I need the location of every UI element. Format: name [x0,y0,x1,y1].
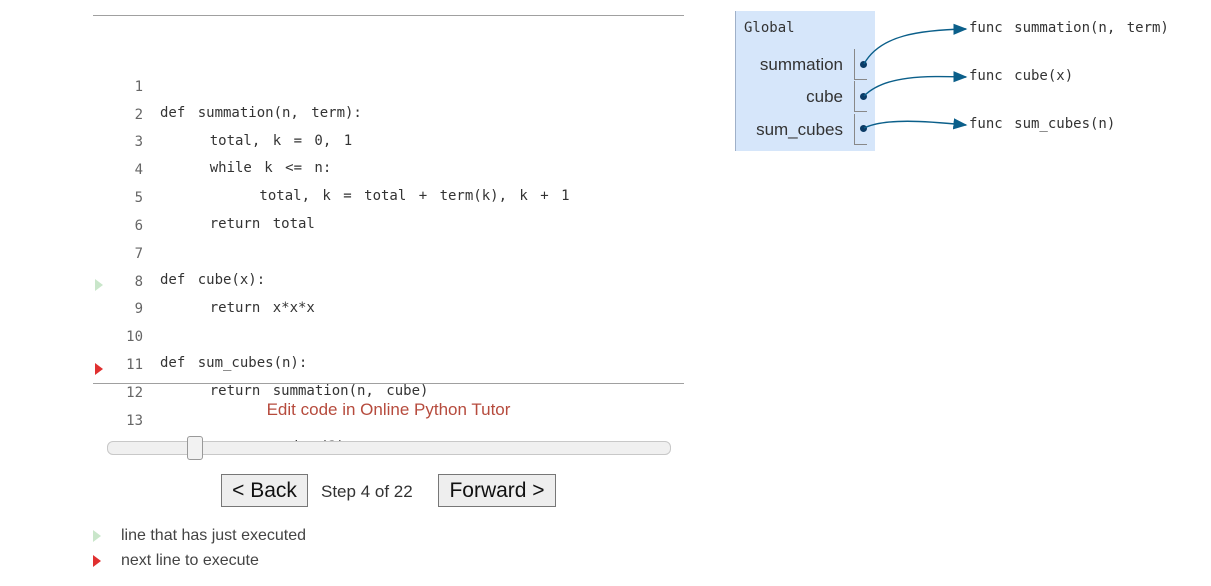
edit-code-link[interactable]: Edit code in Online Python Tutor [266,400,511,419]
var-slot-sum-cubes [854,114,867,145]
var-slot-summation [854,49,867,80]
code-listing: 1 def summation(n, term): 2 total, k = 0… [93,15,684,455]
code-text: return summation(n, cube) [160,383,429,399]
code-line-12: 12 [93,328,684,401]
code-line-3: 3 while k <= n: [93,77,684,176]
pointer-arrow-sum-cubes [863,118,968,130]
code-text: def cube(x): [160,272,266,288]
code-text: while k <= n: [160,160,332,176]
code-line-5: 5 return total [93,133,684,232]
line-number: 9 [134,301,143,317]
prev-line-arrow-icon [93,530,101,542]
code-text: def summation(n, term): [160,105,362,121]
pointer-dot [860,125,867,132]
var-name-cube: cube [806,87,843,106]
code-text: total, k = 0, 1 [160,133,353,149]
forward-button[interactable]: Forward > [438,474,556,507]
code-line-2: 2 total, k = 0, 1 [93,50,684,149]
step-slider[interactable] [107,436,671,460]
line-number: 7 [134,246,143,262]
slider-handle[interactable] [186,436,203,460]
line-number: 4 [134,162,143,178]
line-number: 2 [134,107,143,123]
code-line-1: 1 def summation(n, term): [93,22,684,121]
next-line-arrow-icon [93,555,101,567]
var-name-summation: summation [759,55,843,74]
step-counter: Step 4 of 22 [321,482,413,501]
code-text: def sum_cubes(n): [160,355,308,371]
func-object-cube: func cube(x) [969,68,1074,84]
pointer-dot [860,93,867,100]
code-line-7: 7 def cube(x): [93,189,684,288]
code-line-4: 4 total, k = total + term(k), k + 1 [93,105,684,204]
code-line-9: 9 [93,244,684,317]
line-number: 3 [134,134,143,150]
code-line-10: 10 def sum_cubes(n): [93,272,684,371]
line-number: 13 [126,413,143,429]
func-object-summation: func summation(n, term) [969,20,1169,36]
line-number: 6 [134,218,143,234]
global-frame: Global summation cube sum_cubes [735,11,875,151]
line-number: 11 [126,357,143,373]
code-line-11: 11 return summation(n, cube) [93,300,684,399]
prev-line-arrow-icon [95,279,103,291]
var-name-sum-cubes: sum_cubes [756,120,843,139]
code-line-13: 13 result = sum_cubes(3) [93,356,684,455]
code-text: return x*x*x [160,300,315,316]
pointer-arrow-cube [863,71,968,97]
code-text: total, k = total + term(k), k + 1 [160,188,570,204]
code-text: return total [160,216,315,232]
next-line-arrow-icon [95,363,103,375]
code-line-6: 6 [93,161,684,234]
code-line-8: 8 return x*x*x [93,217,684,316]
frame-title: Global [744,20,795,36]
line-number: 5 [134,190,143,206]
func-object-sum-cubes: func sum_cubes(n) [969,116,1116,132]
legend-next-label: next line to execute [121,552,259,569]
var-slot-cube [854,81,867,112]
line-number: 1 [134,79,143,95]
back-button[interactable]: < Back [221,474,308,507]
line-number: 12 [126,385,143,401]
legend-prev-label: line that has just executed [121,527,307,544]
pointer-dot [860,61,867,68]
line-number: 10 [126,329,143,345]
line-number: 8 [134,274,143,290]
pointer-arrow-summation [863,23,968,65]
